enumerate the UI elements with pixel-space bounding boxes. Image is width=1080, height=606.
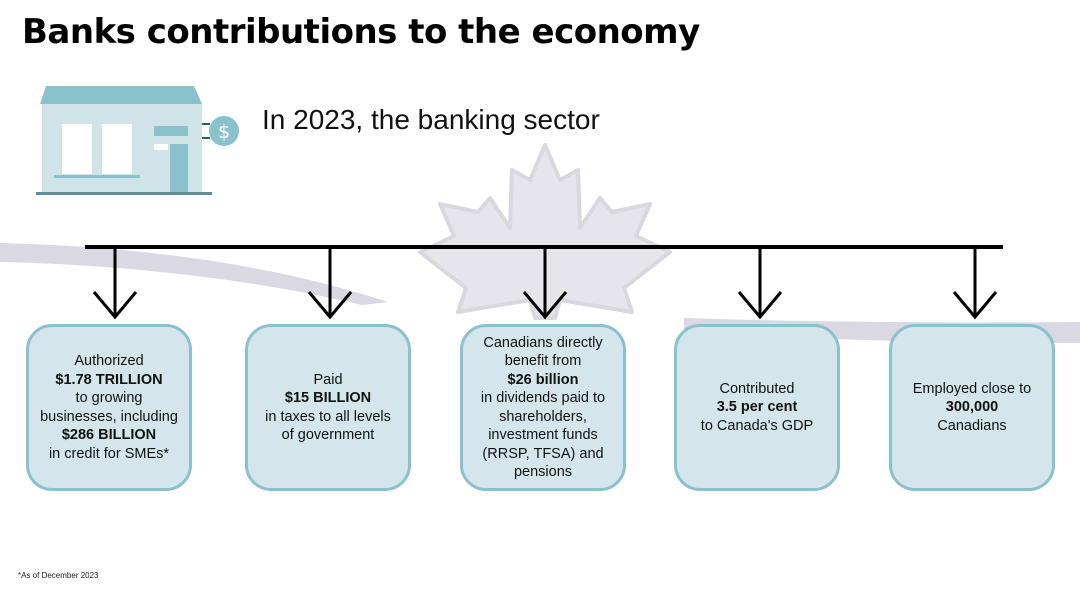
page-title: Banks contributions to the economy — [22, 12, 700, 52]
contribution-box-dividends: Canadians directly benefit from $26 bill… — [460, 324, 626, 491]
box-line: in credit for SMEs* — [48, 445, 170, 462]
svg-text:$: $ — [218, 121, 230, 143]
box-line: to growing — [75, 390, 143, 406]
contribution-box-credit: Authorized $1.78 TRILLION to growing bus… — [26, 324, 192, 491]
box-line: in taxes to all levels — [265, 408, 391, 425]
footnote: *As of December 2023 — [18, 571, 99, 580]
box-line: benefit from — [504, 353, 582, 369]
arrow-down-icon — [737, 248, 783, 320]
box-line: of government — [281, 427, 375, 443]
box-line-highlight: 300,000 — [945, 399, 999, 416]
box-line-highlight: 3.5 per cent — [716, 399, 798, 416]
box-line: Paid — [313, 371, 343, 388]
box-line: investment funds — [488, 427, 598, 443]
arrow-down-icon — [522, 248, 568, 320]
box-line-highlight: $15 BILLION — [284, 390, 372, 406]
bank-building-icon: $ — [36, 86, 239, 195]
box-line: Contributed — [719, 380, 795, 397]
background-swoosh-left — [0, 243, 388, 305]
box-line: to Canada's GDP — [700, 417, 814, 434]
dollar-coin-icon: $ — [202, 116, 239, 146]
box-line: in dividends paid to — [480, 390, 606, 406]
box-line: Canadians — [937, 417, 1007, 434]
subtitle: In 2023, the banking sector — [262, 104, 600, 135]
contribution-box-taxes: Paid $15 BILLION in taxes to all levels … — [245, 324, 411, 491]
box-line: Canadians directly — [483, 334, 603, 351]
arrow-down-icon — [92, 248, 138, 320]
contribution-box-employment: Employed close to 300,000 Canadians — [889, 324, 1055, 491]
arrow-down-icon — [952, 248, 998, 320]
box-line: (RRSP, TFSA) and — [482, 445, 604, 462]
box-line-highlight: $1.78 TRILLION — [55, 371, 163, 388]
box-line: Authorized — [74, 353, 144, 369]
box-line: businesses, including — [40, 408, 178, 425]
box-line-highlight: $26 billion — [507, 371, 579, 388]
box-line: pensions — [513, 464, 573, 480]
box-line-highlight: $286 BILLION — [61, 427, 157, 443]
box-line: Employed close to — [912, 380, 1032, 397]
box-line: shareholders, — [499, 408, 587, 425]
contribution-box-gdp: Contributed 3.5 per cent to Canada's GDP — [674, 324, 840, 491]
arrow-down-icon — [307, 248, 353, 320]
